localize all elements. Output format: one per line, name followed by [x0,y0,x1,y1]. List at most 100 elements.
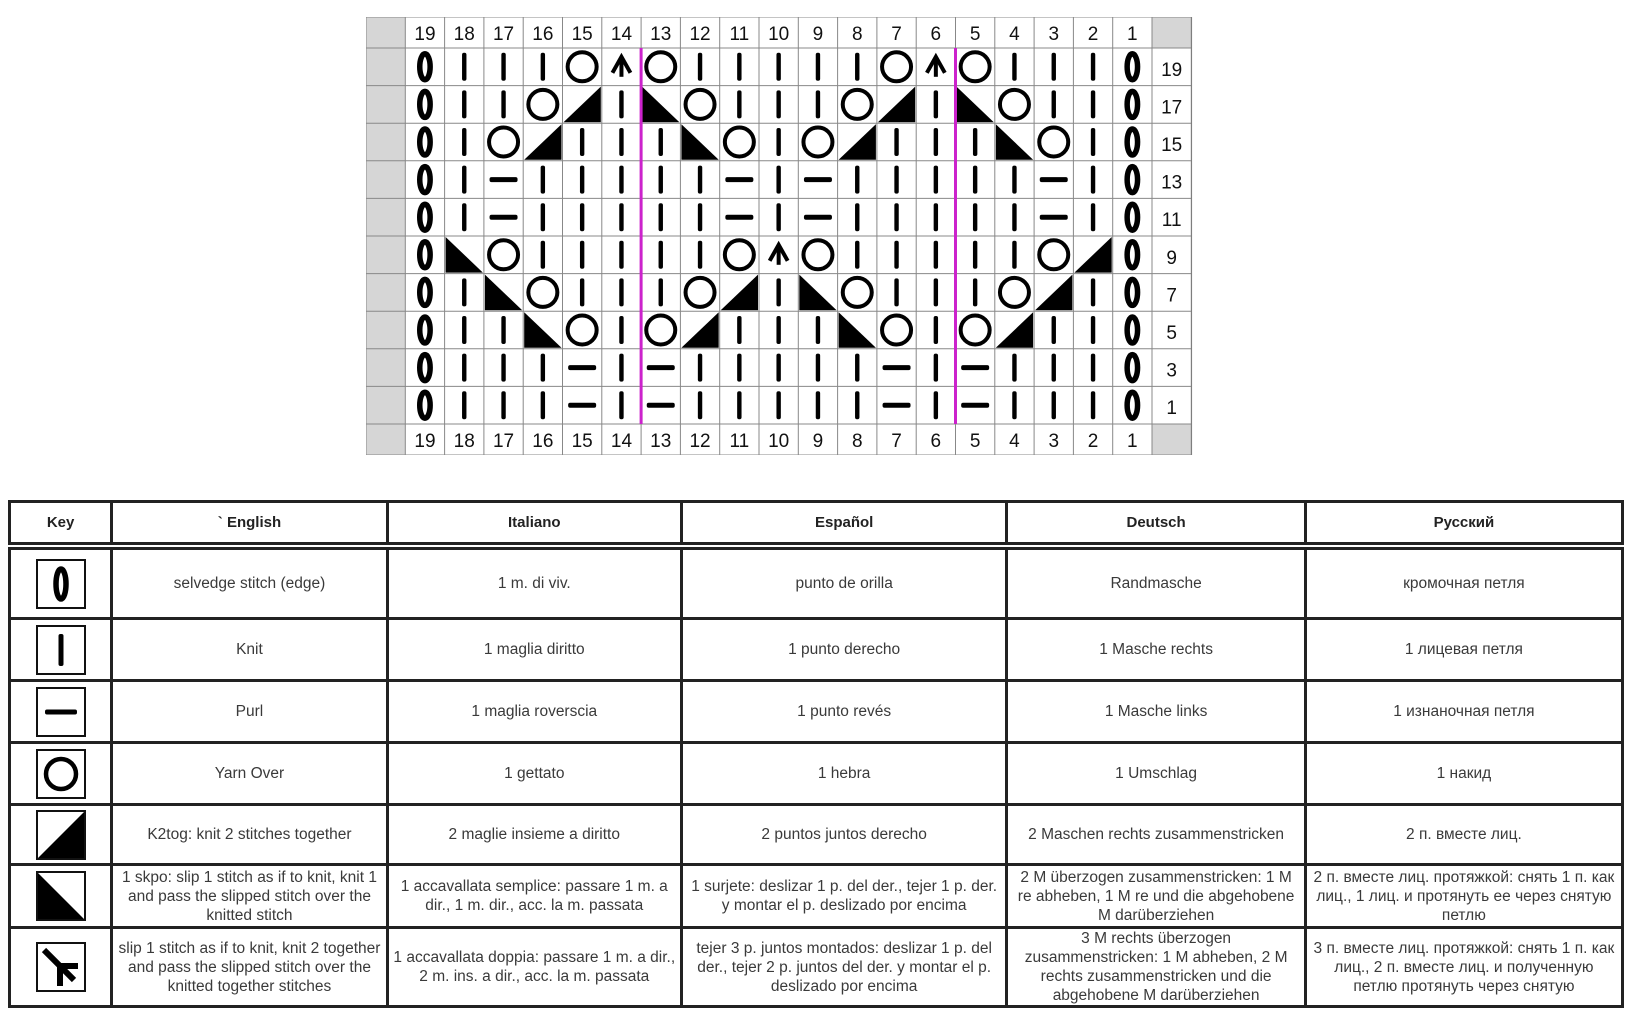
k2tog-symbol [681,312,719,348]
knit-symbol [776,203,781,232]
column-number-bottom: 17 [493,431,514,452]
yarn-over-symbol [683,87,717,121]
col-number-cell-top [994,17,1035,48]
col-number-cell-top [601,17,642,48]
double-decrease-symbol [610,52,633,74]
col-number-cell-bottom [955,424,995,455]
knit-symbol [462,353,467,382]
yarn-over-symbol [526,275,560,309]
selvedge-symbol [417,126,433,158]
k2tog-symbol [1074,237,1112,273]
col-number-cell-top [1112,17,1152,48]
knit-symbol [737,391,742,420]
key-italiano-cell: 2 maglie insieme a diritto [385,803,683,866]
col-number-cell-top [1034,17,1074,48]
knit-symbol [462,165,467,194]
knit-symbol [894,203,899,232]
yarn-over-symbol [880,50,914,84]
knit-symbol [1090,128,1096,156]
knit-symbol [776,353,781,382]
column-number-top: 5 [970,24,981,45]
knit-symbol [540,203,546,232]
col-number-cell-bottom [601,424,642,455]
knit-symbol [1051,353,1056,382]
key-espanol-cell: 1 punto revés [679,679,1009,744]
knit-symbol [972,240,978,269]
key-russian-cell: кромочная петля [1303,547,1625,620]
row-number: 15 [1161,135,1182,156]
header-deutsch: Deutsch [1005,500,1307,545]
col-number-cell-top [641,17,681,48]
knit-symbol [972,165,978,194]
knit-symbol [855,353,860,382]
selvedge-symbol [417,201,433,233]
knit-symbol [697,165,703,194]
header-espanol: Español [679,500,1009,545]
yarn-over-symbol [801,238,835,272]
selvedge-symbol [417,239,433,271]
knit-symbol [815,52,821,81]
col-number-cell-top [680,17,720,48]
key-espanol-cell: 2 puntos juntos derecho [679,803,1009,866]
row-number: 13 [1161,173,1182,194]
column-number-top: 6 [931,24,942,45]
knit-symbol [1051,90,1056,119]
knit-symbol [697,203,703,232]
col-number-cell-top [955,17,995,48]
row-number-cell [1152,236,1192,274]
knit-symbol [462,52,467,81]
row-number-cell [1152,311,1192,349]
row-number-cell [1152,198,1192,236]
column-number-top: 14 [611,24,633,45]
column-number-top: 13 [650,24,671,45]
knit-symbol [462,391,467,420]
col-number-cell-top [523,17,563,48]
knit-symbol [579,240,585,269]
knit-symbol [658,203,663,232]
knit-symbol [972,128,978,156]
key-symbol-cell [7,547,114,620]
purl-symbol [489,177,518,183]
key-english-cell: slip 1 stitch as if to knit, knit 2 toge… [110,926,389,1008]
purl-symbol [725,214,754,220]
knit-symbol [776,128,781,156]
column-number-bottom: 14 [611,431,633,452]
row-number: 9 [1166,248,1177,269]
knit-symbol [462,316,467,344]
knit-symbol [697,353,703,382]
selvedge-symbol [1124,389,1141,421]
yarn-over-symbol [1037,125,1071,159]
col-number-cell-bottom [1112,424,1152,455]
key-italiano-cell: 1 accavallata semplice: passare 1 m. a d… [385,863,683,929]
col-number-cell-bottom [562,424,602,455]
row-number-cell [1152,85,1192,124]
purl-symbol [882,365,911,371]
purl-symbol [1039,177,1068,183]
row-number: 3 [1166,361,1177,382]
knit-symbol [894,128,899,156]
knit-symbol [1090,353,1096,382]
knit-symbol [1051,391,1056,420]
knit-symbol [579,165,585,194]
selvedge-symbol [417,276,433,309]
knit-symbol [972,278,978,307]
key-symbol-cell [7,679,114,744]
col-number-cell-top [444,17,484,48]
knit-symbol [933,353,939,382]
knit-symbol [855,203,860,232]
column-number-bottom: 11 [729,431,749,452]
column-number-top: 15 [572,24,593,45]
skpo-symbol [995,124,1034,160]
column-number-top: 10 [768,24,789,45]
row-number: 19 [1161,60,1182,81]
knit-symbol [1051,316,1056,344]
purl-symbol [882,402,911,408]
col-number-cell-bottom [523,424,563,455]
row-number-cell [1152,273,1192,312]
key-russian-cell: 1 лицевая петля [1303,617,1625,682]
col-number-cell-top [405,17,445,48]
key-table-row: slip 1 stitch as if to knit, knit 2 toge… [7,926,1625,1008]
col-number-cell-top [876,17,917,48]
col-number-cell-bottom [1073,424,1113,455]
